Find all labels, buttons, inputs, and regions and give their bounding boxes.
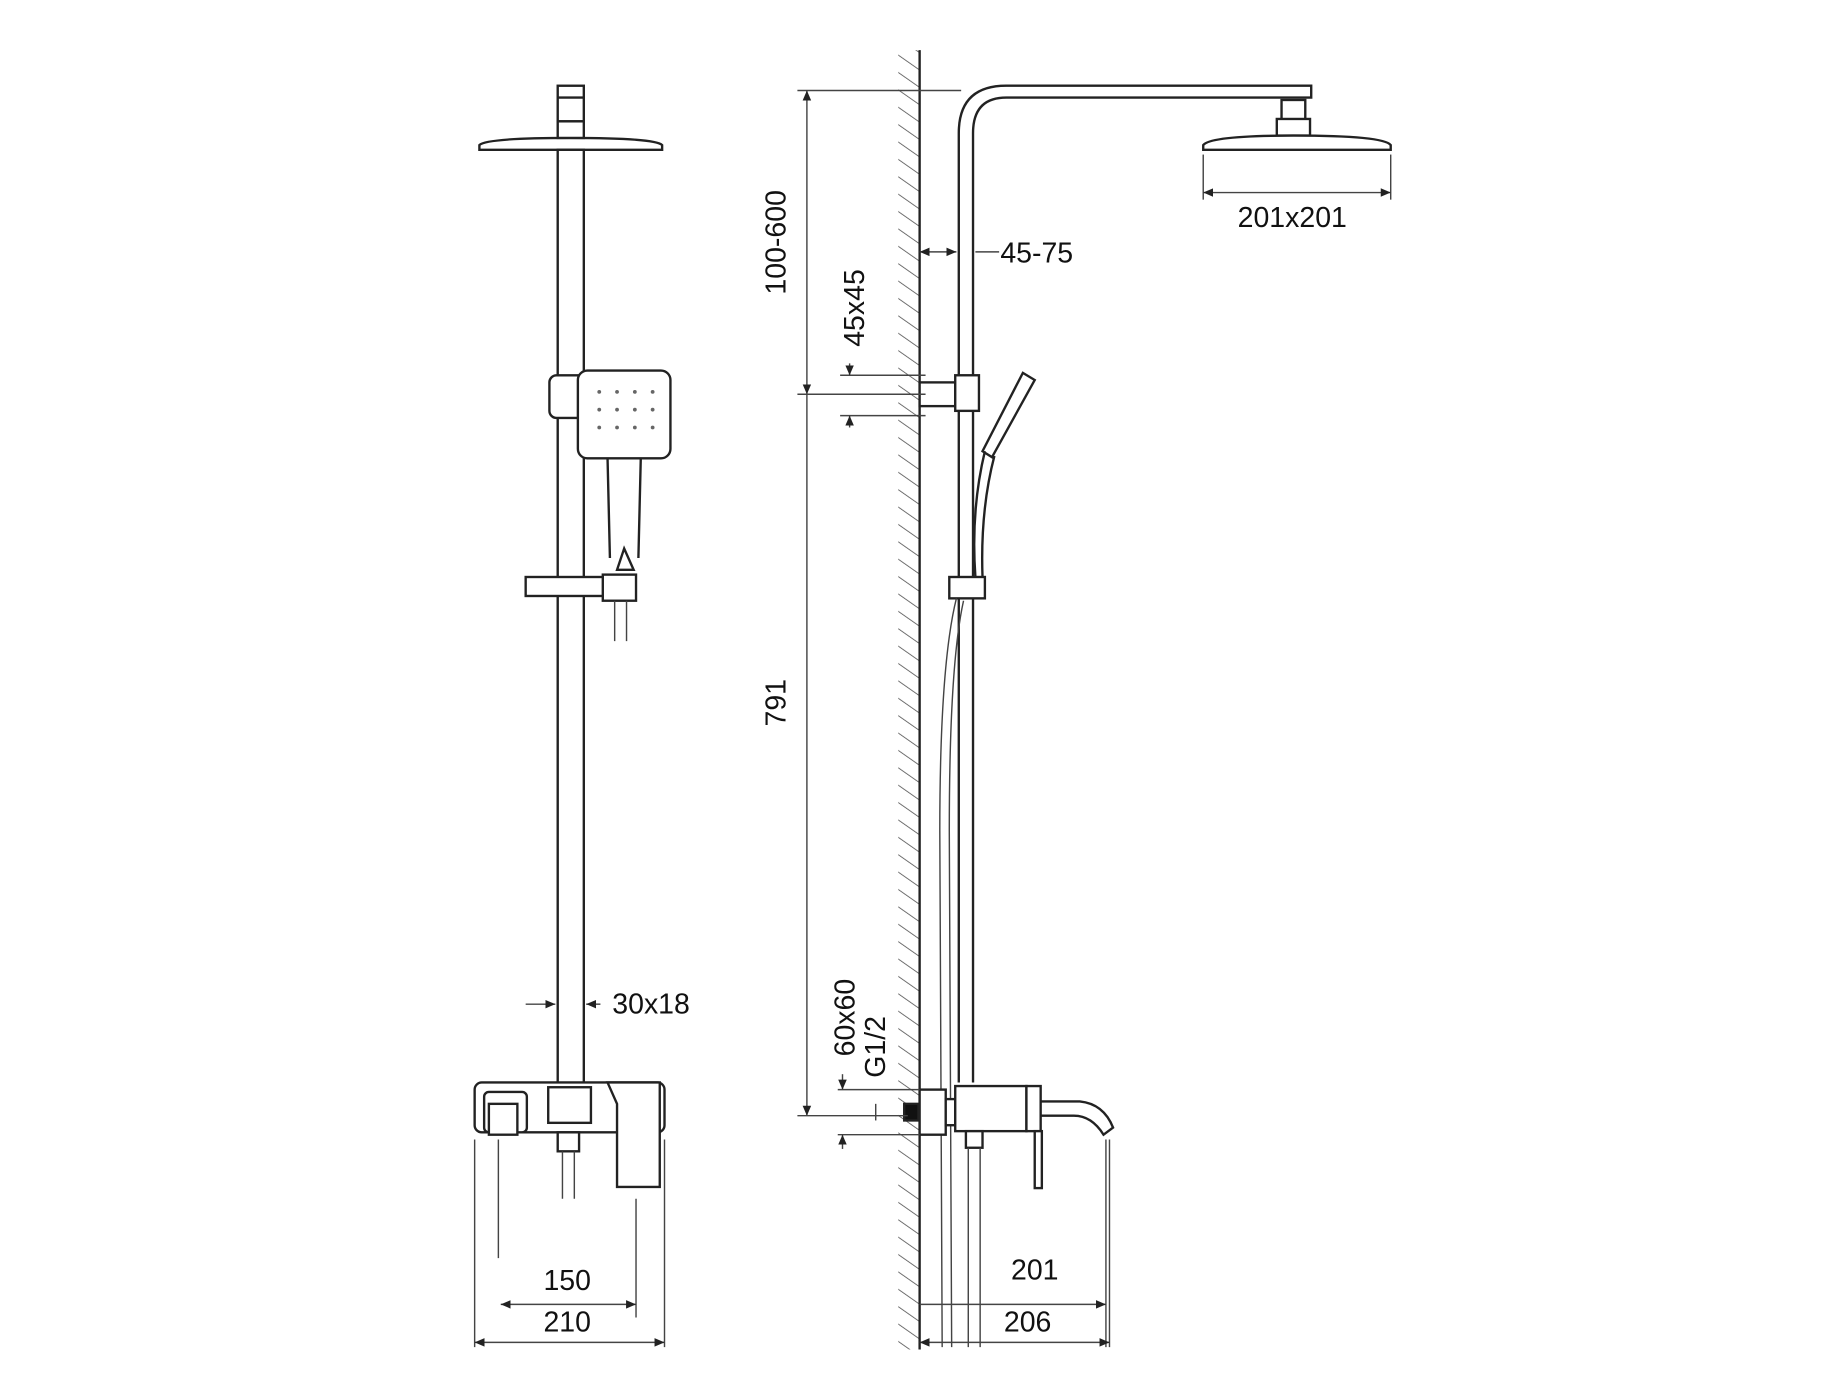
hand-shower-handle xyxy=(606,458,642,559)
rain-head-side xyxy=(1202,134,1392,151)
mixer-lever xyxy=(605,1081,661,1189)
dim-arm-height: 100-600 xyxy=(761,190,793,294)
dim-rail-section: 30x18 xyxy=(612,989,690,1021)
wall-hatch xyxy=(898,50,920,1350)
side-mixer-body xyxy=(954,1084,1028,1133)
side-hand-shower xyxy=(980,371,1037,459)
side-mixer-plate xyxy=(918,1088,947,1136)
dim-total-depth: 206 xyxy=(1004,1307,1052,1339)
dim-thread: G1/2 xyxy=(860,1016,892,1078)
dim-mixer-size: 60x60 xyxy=(829,979,861,1057)
hand-shower-head xyxy=(576,369,672,460)
dim-head-size: 201x201 xyxy=(1238,202,1347,234)
side-column xyxy=(957,410,975,1083)
shower-column xyxy=(556,148,586,1101)
dim-bracket-size: 45x45 xyxy=(839,269,871,347)
dim-column-height: 791 xyxy=(761,679,793,727)
dim-spout-reach: 201 xyxy=(1011,1254,1058,1286)
spout xyxy=(1040,1100,1115,1137)
dim-inlet-spacing: 150 xyxy=(543,1265,591,1297)
side-holder xyxy=(948,575,987,600)
dim-mixer-width: 210 xyxy=(543,1307,591,1339)
front-view xyxy=(473,84,672,1348)
side-lever xyxy=(1033,1129,1044,1190)
head-connector xyxy=(556,84,586,123)
shower-arm xyxy=(957,84,1313,376)
side-view xyxy=(797,50,1392,1350)
rain-head-front xyxy=(478,136,664,151)
dim-wall-offset: 45-75 xyxy=(1000,238,1073,270)
